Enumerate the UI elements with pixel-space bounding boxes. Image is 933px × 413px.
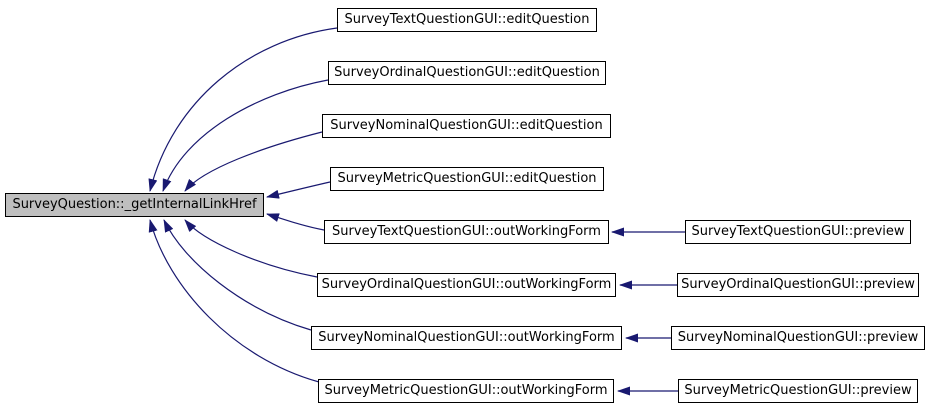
- node-ordinal-outworkingform[interactable]: SurveyOrdinalQuestionGUI::outWorkingForm: [317, 273, 616, 297]
- edge-nominal-editquestion-to-main: [184, 131, 323, 192]
- edge-metric-editquestion-to-main: [266, 181, 331, 199]
- edge-metric-outworkingform-to-main: [148, 219, 320, 383]
- node-text-outworkingform[interactable]: SurveyTextQuestionGUI::outWorkingForm: [324, 220, 609, 244]
- node-text-editquestion[interactable]: SurveyTextQuestionGUI::editQuestion: [337, 8, 597, 32]
- node-ordinal-preview[interactable]: SurveyOrdinalQuestionGUI::preview: [677, 273, 919, 297]
- node-metric-preview[interactable]: SurveyMetricQuestionGUI::preview: [678, 379, 918, 403]
- edge-ordinal-outworkingform-to-main: [184, 219, 318, 278]
- node-nominal-editquestion[interactable]: SurveyNominalQuestionGUI::editQuestion: [322, 114, 611, 138]
- node-metric-outworkingform[interactable]: SurveyMetricQuestionGUI::outWorkingForm: [318, 379, 614, 403]
- node-nominal-preview[interactable]: SurveyNominalQuestionGUI::preview: [671, 326, 925, 350]
- node-ordinal-editquestion[interactable]: SurveyOrdinalQuestionGUI::editQuestion: [328, 61, 606, 85]
- node-text-preview[interactable]: SurveyTextQuestionGUI::preview: [685, 220, 911, 244]
- edge-text-outworkingform-to-main: [266, 213, 325, 231]
- edge-nominal-outworkingform-to-main: [163, 219, 312, 331]
- node-surveyquestion-getinternallinkhref: SurveyQuestion::_getInternalLinkHref: [5, 193, 264, 217]
- node-metric-editquestion[interactable]: SurveyMetricQuestionGUI::editQuestion: [330, 167, 604, 191]
- node-nominal-outworkingform[interactable]: SurveyNominalQuestionGUI::outWorkingForm: [311, 326, 622, 350]
- edge-text-editquestion-to-main: [148, 27, 338, 192]
- edge-ordinal-editquestion-to-main: [162, 79, 329, 192]
